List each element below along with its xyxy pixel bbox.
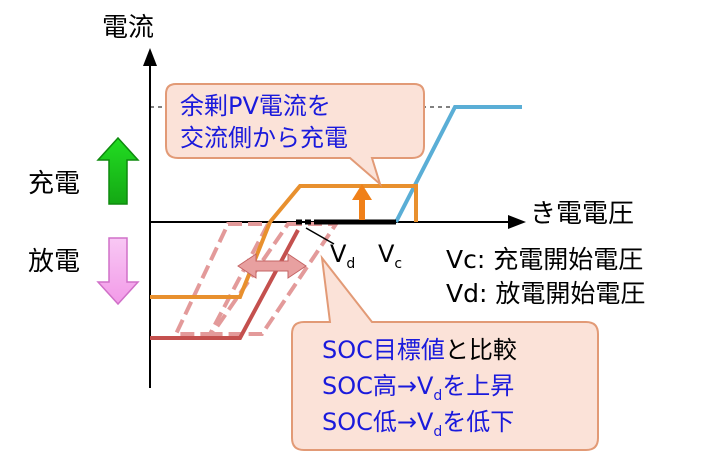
y-axis-arrowhead xyxy=(143,48,157,66)
soc-callout-line1: SOC目標値と比較 xyxy=(322,336,517,364)
x-axis-arrowhead xyxy=(508,215,526,229)
charge-arrow-icon xyxy=(96,136,140,205)
battery-current-line-orange xyxy=(150,221,272,299)
pv-current-line xyxy=(394,105,522,223)
discharge-arrow-icon xyxy=(96,237,140,306)
vd-shift-band xyxy=(208,222,340,336)
pv-charge-callout-line1: 余剰PV電流を xyxy=(180,92,331,120)
discharge-label: 放電 xyxy=(28,247,80,277)
soc-callout-line3: SOC低→Vdを低下 xyxy=(322,408,514,440)
vd-definition: Vd: 放電開始電圧 xyxy=(446,279,645,308)
pv-charge-callout-line2: 交流側から充電 xyxy=(180,124,348,152)
vd-marker-label: Vd xyxy=(330,240,355,272)
vd-leader-line xyxy=(305,227,335,245)
soc-control-callout xyxy=(291,254,599,451)
vc-marker-label: Vc xyxy=(378,240,402,272)
y-axis-label: 電流 xyxy=(102,13,154,43)
battery-current-line-orange xyxy=(268,184,418,224)
charge-label: 充電 xyxy=(28,169,80,199)
vd-shift-double-arrow xyxy=(237,253,307,279)
x-axis-label: き電電圧 xyxy=(530,199,634,229)
battery-current-line-red xyxy=(150,229,300,340)
pv-charge-callout xyxy=(165,83,425,188)
vc-definition: Vc: 充電開始電圧 xyxy=(446,245,643,274)
charge-current-arrow-head xyxy=(352,184,372,200)
soc-callout-line2: SOC高→Vdを上昇 xyxy=(322,372,514,404)
